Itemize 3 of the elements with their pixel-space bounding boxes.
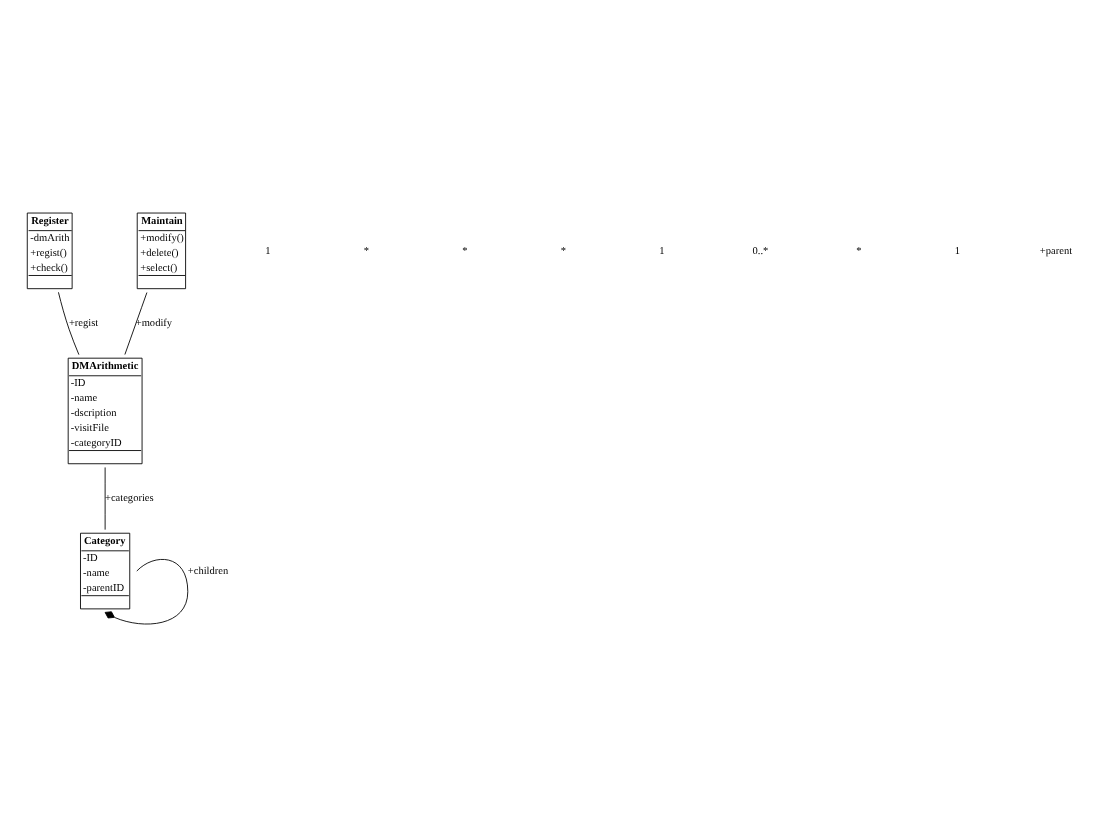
connector [58,290,80,355]
connector [104,557,189,624]
connector [124,291,148,354]
